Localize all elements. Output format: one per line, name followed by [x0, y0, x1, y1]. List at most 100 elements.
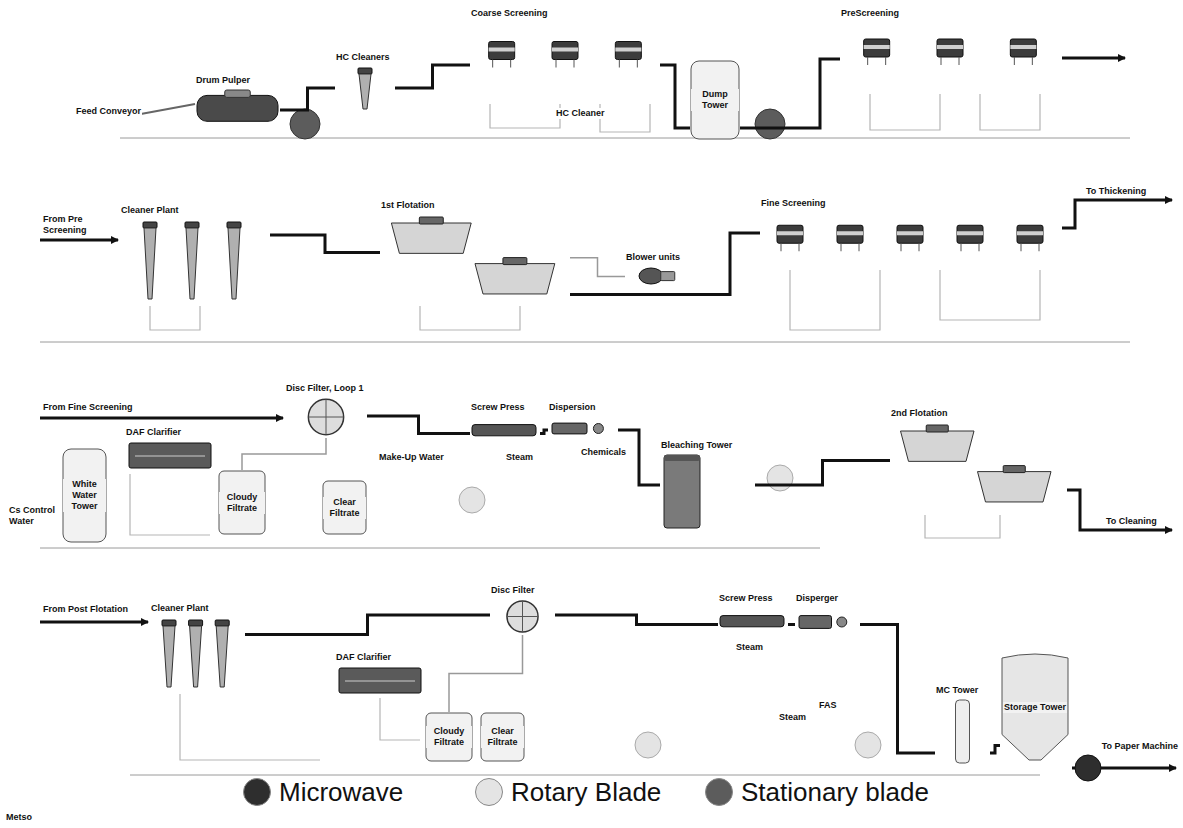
legend-text: Stationary blade: [741, 777, 929, 807]
screen-legs: [1014, 57, 1032, 65]
flow-in: [40, 417, 283, 420]
screen-body: [1010, 39, 1036, 57]
tank-shell: [219, 471, 265, 534]
equipment-node: 1st Flotation: [380, 200, 570, 305]
flow-connector: [242, 438, 326, 470]
blower: [639, 268, 663, 284]
pipe: [790, 270, 880, 330]
screen-band: [837, 231, 863, 235]
equipment-node: MC Tower: [935, 685, 990, 765]
cleaner-cone: [216, 626, 228, 687]
screen-body: [615, 42, 641, 60]
flotation-motor: [1003, 466, 1025, 473]
cleaner-head: [215, 620, 229, 626]
disperser-motor: [837, 617, 847, 627]
microwave-sensor: [1075, 755, 1101, 781]
tank-shell: [323, 481, 366, 534]
equipment-label: Cleaner Plant: [120, 205, 180, 216]
daf-stripe: [135, 456, 205, 457]
tank-shell: [481, 713, 524, 761]
equipment-node: Blower units: [625, 252, 690, 287]
grey-piping: [130, 94, 1040, 760]
screen-band: [777, 231, 803, 235]
storage-tower: [1002, 654, 1068, 760]
screen-band: [552, 48, 578, 52]
daf-stripe: [345, 681, 415, 682]
equipment-node: Clear Filtrate: [322, 480, 367, 535]
annotation-label: Steam: [505, 452, 534, 463]
cleaner-cone: [144, 228, 156, 299]
equipment-node: Screw Press: [718, 593, 788, 638]
equipment-label: Fine Screening: [760, 198, 827, 209]
legend-swatch: [705, 778, 733, 806]
legend-swatch: [243, 778, 271, 806]
annotation-label: From Post Flotation: [42, 604, 129, 615]
flow-out: [1062, 200, 1172, 228]
equipment-label: Storage Tower: [1003, 702, 1067, 713]
screen-body: [777, 225, 803, 243]
screen-legs: [781, 243, 799, 251]
flotation-cell: [978, 472, 1052, 502]
pipe: [150, 306, 200, 330]
disperser-body: [552, 423, 587, 434]
flow-out: [1062, 57, 1125, 60]
floor-lines: [40, 138, 1130, 775]
equipment-label: Cloudy Filtrate: [426, 726, 472, 748]
equipment-node: Dump Tower: [690, 60, 740, 140]
equipment-node: Cleaner Plant: [150, 603, 245, 693]
equipment-node: Cloudy Filtrate: [425, 712, 473, 762]
flow-connector: [270, 235, 380, 253]
equipment-label: Cleaner Plant: [150, 603, 210, 614]
screen-band: [489, 48, 515, 52]
floor-line: [40, 342, 1130, 343]
annotation-label: To Thickening: [1085, 186, 1147, 197]
equipment-label: DAF Clarifier: [125, 427, 182, 438]
annotation-label: Steam: [778, 712, 807, 723]
pipe: [940, 270, 1040, 320]
screen-legs: [841, 243, 859, 251]
floor-line: [120, 138, 1130, 139]
screen-legs: [868, 57, 886, 65]
annotation-label: HC Cleaner: [555, 108, 606, 119]
flotation-motor: [419, 217, 443, 224]
flow-connector: [660, 65, 690, 128]
flotation-motor: [926, 425, 948, 432]
equipment-label: Bleaching Tower: [660, 440, 733, 451]
annotation-label: To Cleaning: [1105, 516, 1158, 527]
disc-filter: [308, 399, 343, 434]
equipment-label: Clear Filtrate: [323, 497, 366, 519]
screen-legs: [493, 60, 511, 68]
daf-basin: [129, 443, 211, 468]
disperser-motor: [593, 424, 603, 434]
disc-spokes: [507, 601, 538, 632]
equipment-node: 2nd Flotation: [890, 408, 1065, 513]
annotation-label: Make-Up Water: [378, 452, 445, 463]
legend-swatch: [475, 778, 503, 806]
screen-body: [957, 225, 983, 243]
equipment-node: Fine Screening: [760, 198, 1060, 268]
drum-hood: [225, 90, 251, 97]
cleaner-head: [162, 620, 176, 626]
equipment-node: Screw Press: [470, 402, 540, 447]
screen-band: [897, 231, 923, 235]
cleaner-head: [227, 222, 241, 228]
cleaner-cone: [359, 74, 371, 109]
equipment-icon: [150, 603, 245, 693]
annotation-label: Cs Control Water: [8, 505, 60, 527]
equipment-label: 2nd Flotation: [890, 408, 949, 419]
pipe: [980, 94, 1040, 130]
annotation-label: Chemicals: [580, 447, 627, 458]
equipment-label: Dump Tower: [691, 89, 739, 111]
equipment-node: Cloudy Filtrate: [218, 470, 266, 535]
screen-band: [1010, 45, 1036, 49]
screen-body: [897, 225, 923, 243]
flow-connector: [245, 615, 490, 635]
screen-body: [864, 39, 890, 57]
flow-in: [40, 621, 148, 624]
flotation-motor: [503, 258, 527, 265]
equipment-label: Disc Filter: [490, 585, 536, 596]
flotation-cell: [475, 264, 555, 294]
screen-body: [937, 39, 963, 57]
flow-lines: [40, 58, 1176, 768]
flow-connector: [367, 416, 470, 434]
